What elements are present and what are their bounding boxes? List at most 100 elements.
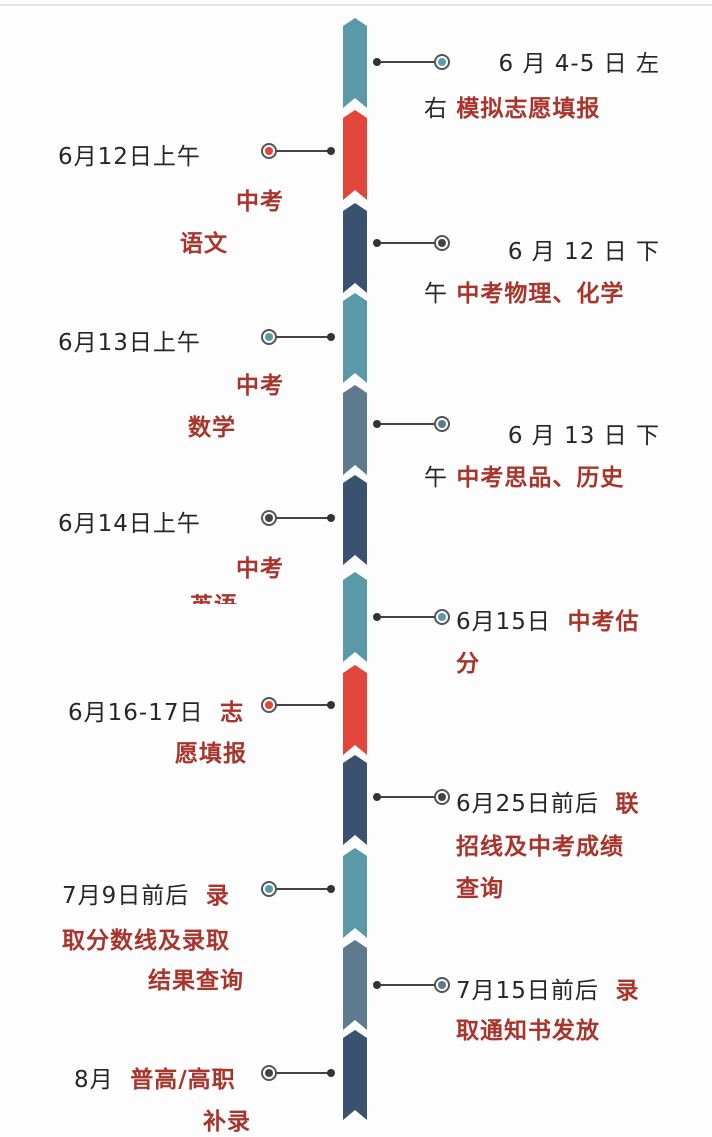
timeline-segment — [343, 940, 367, 1030]
event-name: 模拟志愿填报 — [456, 96, 601, 122]
connector-line — [377, 616, 437, 618]
event-text-line: 取分数线及录取 — [62, 927, 230, 955]
event-text-line: 愿填报 — [175, 740, 247, 768]
connector-dot — [373, 613, 381, 621]
timeline-segment — [343, 755, 367, 845]
event-text-line: 结果查询 — [148, 967, 244, 995]
event-text-line: 语文 — [180, 230, 228, 258]
event-text-line: 6 月 4-5 日 左 — [499, 50, 660, 78]
event-name: 愿填报 — [175, 741, 247, 767]
event-date: 6月16-17日 — [68, 700, 221, 726]
event-name: 中考思品、历史 — [456, 465, 625, 491]
event-date: 7月15日前后 — [456, 978, 616, 1004]
connector-line — [275, 336, 330, 338]
connector-line — [377, 796, 437, 798]
event-date: 6月13日上午 — [58, 330, 201, 356]
timeline-segment — [343, 110, 367, 200]
timeline-segment — [343, 1030, 367, 1120]
connector-line — [377, 423, 437, 425]
event-text-line: 中考 — [236, 372, 284, 400]
event-name: 中考 — [236, 373, 284, 399]
event-name: 志 — [220, 700, 245, 726]
marker-circle-icon — [261, 881, 277, 897]
event-text-line: 午 中考思品、历史 — [424, 464, 624, 492]
marker-circle-icon — [261, 510, 277, 526]
event-text-line: 6月25日前后 联 — [456, 790, 640, 818]
connector-line — [377, 61, 437, 63]
event-date: 6 月 4-5 日 左 — [498, 51, 660, 77]
event-text-line: 取通知书发放 — [456, 1017, 600, 1045]
event-date: 6月12日上午 — [58, 144, 201, 170]
event-text-line: 6月13日上午 — [58, 329, 201, 357]
marker-circle-icon — [434, 235, 450, 251]
event-date: 7月9日前后 — [62, 883, 206, 909]
event-name: 补录 — [203, 1109, 251, 1135]
event-date: 6月14日上午 — [58, 511, 201, 537]
event-name: 分 — [456, 651, 480, 677]
event-name: 数学 — [188, 415, 236, 441]
marker-circle-icon — [434, 54, 450, 70]
event-date: 6 月 12 日 下 — [507, 239, 660, 265]
event-name: 联 — [615, 791, 640, 817]
event-name: 英语 — [190, 594, 238, 604]
timeline-segment — [343, 18, 367, 108]
event-text-line: 中考 — [236, 555, 284, 583]
connector-line — [275, 517, 330, 519]
event-name: 取通知书发放 — [456, 1018, 600, 1044]
marker-circle-icon — [434, 416, 450, 432]
connector-dot — [327, 1069, 335, 1077]
connector-dot — [373, 58, 381, 66]
timeline-segment — [343, 475, 367, 565]
timeline-segment — [343, 385, 367, 475]
clipped-text: 英语 — [150, 594, 270, 604]
event-name: 录 — [615, 978, 640, 1004]
event-text-line: 6 月 13 日 下 — [508, 422, 660, 450]
marker-circle-icon — [434, 977, 450, 993]
event-text-line: 招线及中考成绩 — [456, 833, 624, 861]
connector-dot — [373, 793, 381, 801]
event-name: 中考 — [236, 556, 284, 582]
event-text-line: 6月16-17日 志 — [68, 699, 244, 727]
connector-line — [275, 888, 330, 890]
event-text-line: 8月 普高/高职 — [74, 1066, 236, 1094]
timeline-segment — [343, 848, 367, 938]
marker-circle-icon — [261, 1065, 277, 1081]
event-name: 结果查询 — [148, 968, 244, 994]
marker-circle-icon — [261, 697, 277, 713]
connector-dot — [327, 701, 335, 709]
event-text-line: 7月15日前后 录 — [456, 977, 640, 1005]
marker-circle-icon — [261, 329, 277, 345]
connector-dot — [327, 333, 335, 341]
connector-line — [377, 242, 437, 244]
connector-dot — [327, 147, 335, 155]
connector-line — [275, 704, 330, 706]
event-date: 6 月 13 日 下 — [507, 423, 660, 449]
event-text-line: 中考 — [236, 188, 284, 216]
event-date: 6月15日 — [456, 609, 568, 635]
connector-dot — [373, 981, 381, 989]
marker-circle-icon — [434, 789, 450, 805]
connector-line — [275, 150, 330, 152]
event-name: 取分数线及录取 — [62, 928, 230, 954]
top-divider — [0, 4, 712, 6]
event-text-line: 补录 — [203, 1108, 251, 1136]
marker-circle-icon — [434, 609, 450, 625]
event-date: 午 — [424, 465, 457, 491]
event-date: 午 — [424, 281, 457, 307]
connector-dot — [373, 420, 381, 428]
event-name: 中考估 — [567, 609, 640, 635]
connector-line — [275, 1072, 330, 1074]
event-name: 中考物理、化学 — [456, 281, 625, 307]
connector-dot — [327, 885, 335, 893]
event-text-line: 分 — [456, 650, 480, 678]
event-text-line: 右 模拟志愿填报 — [424, 95, 600, 123]
event-name: 中考 — [236, 189, 284, 215]
event-name: 普高/高职 — [130, 1067, 236, 1093]
connector-dot — [373, 239, 381, 247]
event-text-line: 6 月 12 日 下 — [508, 238, 660, 266]
connector-line — [377, 984, 437, 986]
event-name: 语文 — [180, 231, 228, 257]
timeline-segment — [343, 203, 367, 293]
event-date: 右 — [424, 96, 457, 122]
